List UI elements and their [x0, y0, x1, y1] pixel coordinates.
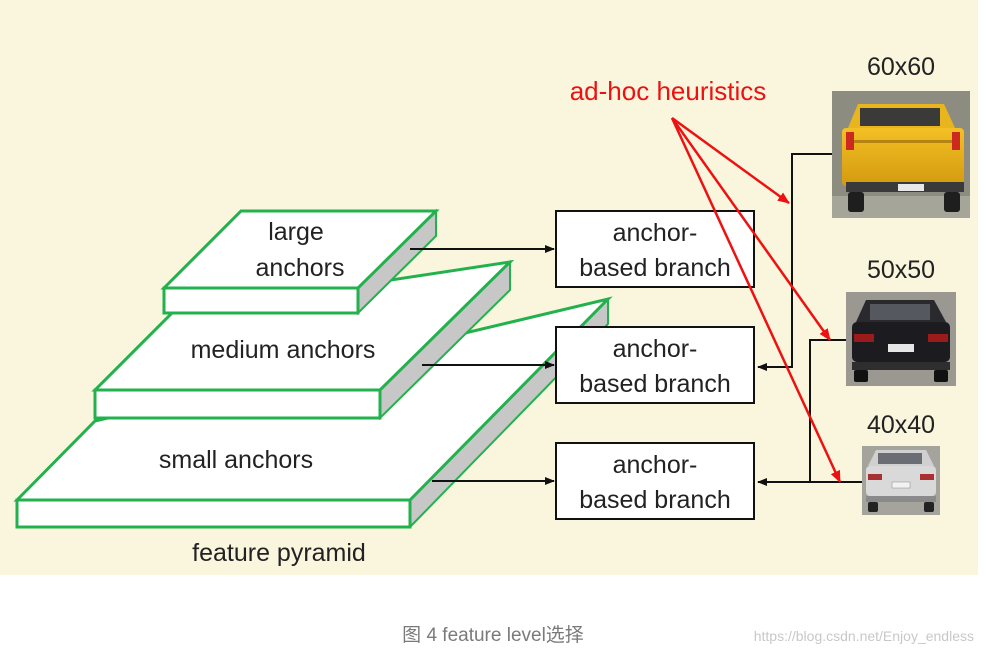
branch-box-medium: anchor- based branch: [555, 326, 755, 404]
branch-label-line1: anchor-: [613, 219, 698, 247]
ad-hoc-heuristics-label: ad-hoc heuristics: [570, 76, 767, 106]
branch-box-large: anchor- based branch: [555, 210, 755, 288]
branch-label-line2: based branch: [579, 486, 731, 514]
heuristic-arrows: [670, 116, 842, 483]
large-anchors-layer: large anchors: [160, 208, 440, 316]
small-anchors-label: small anchors: [159, 446, 313, 474]
medium-anchors-label: medium anchors: [191, 336, 376, 364]
vehicle-image-50x50: [846, 292, 956, 386]
figure-panel: small anchors medium anchors large ancho…: [0, 0, 978, 575]
anchor-branch-diagram: small anchors medium anchors large ancho…: [13, 53, 970, 567]
vehicle-image-40x40: [862, 446, 940, 515]
size-label-40: 40x40: [867, 411, 935, 439]
vehicle-image-60x60: [832, 91, 970, 218]
branch-label-line2: based branch: [579, 254, 731, 282]
branch-label-line1: anchor-: [613, 451, 698, 479]
branch-label-line1: anchor-: [613, 335, 698, 363]
feature-pyramid-caption: feature pyramid: [192, 539, 366, 567]
branch-label-line2: based branch: [579, 370, 731, 398]
branch-box-small: anchor- based branch: [555, 442, 755, 520]
pyramid-to-branch-arrows: [410, 245, 555, 485]
figure-caption: 图 4 feature level选择: [402, 625, 584, 646]
watermark: https://blog.csdn.net/Enjoy_endless: [753, 628, 974, 644]
size-label-60: 60x60: [867, 53, 935, 81]
large-anchors-label-line1: large: [268, 218, 324, 246]
size-label-50: 50x50: [867, 256, 935, 284]
large-anchors-label-line2: anchors: [256, 254, 345, 282]
medium-anchors-layer: medium anchors: [91, 259, 515, 421]
